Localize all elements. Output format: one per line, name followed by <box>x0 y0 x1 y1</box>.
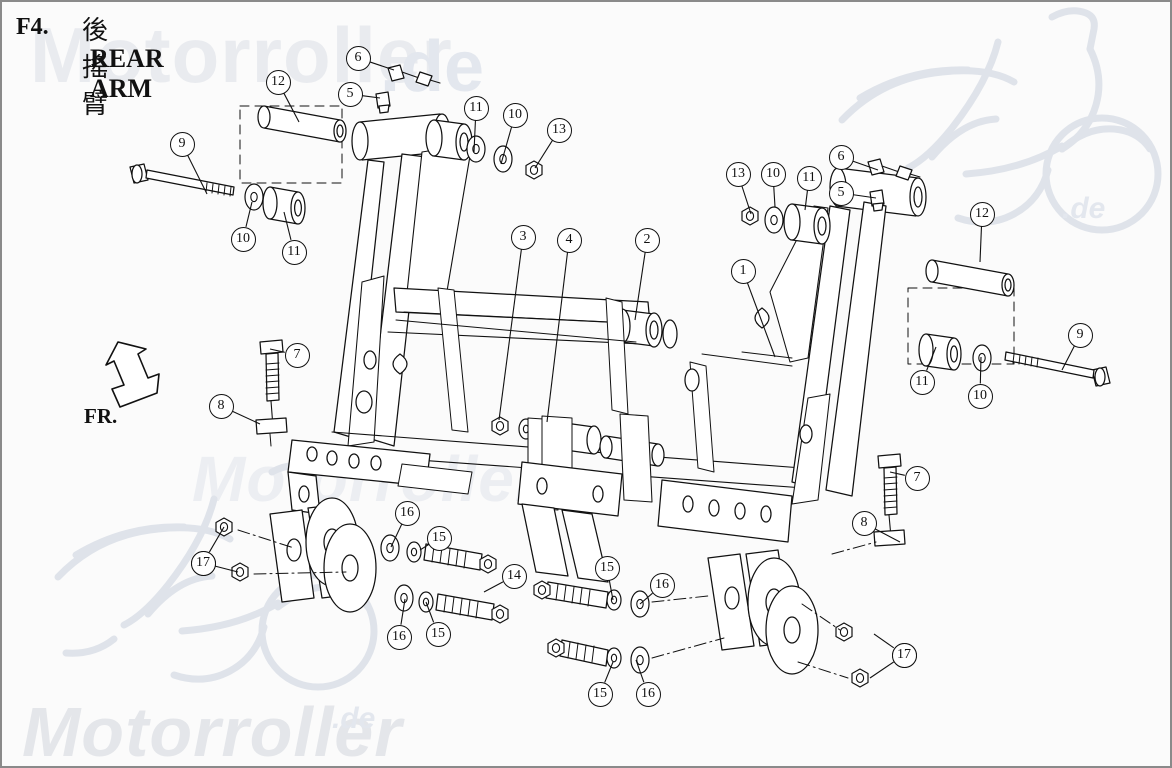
arrow-up-right-icon <box>105 341 160 408</box>
callout-11[interactable]: 11 <box>796 165 822 191</box>
callout-11[interactable]: 11 <box>281 239 307 265</box>
callout-8[interactable]: 8 <box>208 393 234 419</box>
page-title-cn: 後搖臂 <box>82 16 113 120</box>
callout-13[interactable]: 13 <box>546 117 572 143</box>
callout-6[interactable]: 6 <box>345 45 371 71</box>
callout-6[interactable]: 6 <box>828 144 854 170</box>
page-title-en: REAR ARM <box>90 44 164 103</box>
callout-4[interactable]: 4 <box>556 227 582 253</box>
callout-14[interactable]: 14 <box>501 563 527 589</box>
callout-12[interactable]: 12 <box>265 69 291 95</box>
callout-10[interactable]: 10 <box>230 226 256 252</box>
callout-17[interactable]: 17 <box>891 642 917 668</box>
callout-5[interactable]: 5 <box>828 180 854 206</box>
callout-5[interactable]: 5 <box>337 81 363 107</box>
callout-13[interactable]: 13 <box>725 161 751 187</box>
callout-9[interactable]: 9 <box>1067 322 1093 348</box>
callout-8[interactable]: 8 <box>851 510 877 536</box>
callout-15[interactable]: 15 <box>594 555 620 581</box>
callout-2[interactable]: 2 <box>634 227 660 253</box>
page-code: F4. <box>16 14 49 40</box>
callout-10[interactable]: 10 <box>967 383 993 409</box>
callout-16[interactable]: 16 <box>635 681 661 707</box>
callout-9[interactable]: 9 <box>169 131 195 157</box>
callout-15[interactable]: 15 <box>426 525 452 551</box>
callout-16[interactable]: 16 <box>386 624 412 650</box>
callout-7[interactable]: 7 <box>904 465 930 491</box>
callout-7[interactable]: 7 <box>284 342 310 368</box>
callout-10[interactable]: 10 <box>760 161 786 187</box>
callout-16[interactable]: 16 <box>649 572 675 598</box>
orientation-label: FR. <box>84 404 118 428</box>
callout-15[interactable]: 15 <box>425 621 451 647</box>
callout-1[interactable]: 1 <box>730 258 756 284</box>
callout-11[interactable]: 11 <box>463 95 489 121</box>
callout-16[interactable]: 16 <box>394 500 420 526</box>
callout-3[interactable]: 3 <box>510 224 536 250</box>
callout-15[interactable]: 15 <box>587 681 613 707</box>
callout-11[interactable]: 11 <box>909 369 935 395</box>
callout-12[interactable]: 12 <box>969 201 995 227</box>
callout-10[interactable]: 10 <box>502 102 528 128</box>
callout-17[interactable]: 17 <box>190 550 216 576</box>
